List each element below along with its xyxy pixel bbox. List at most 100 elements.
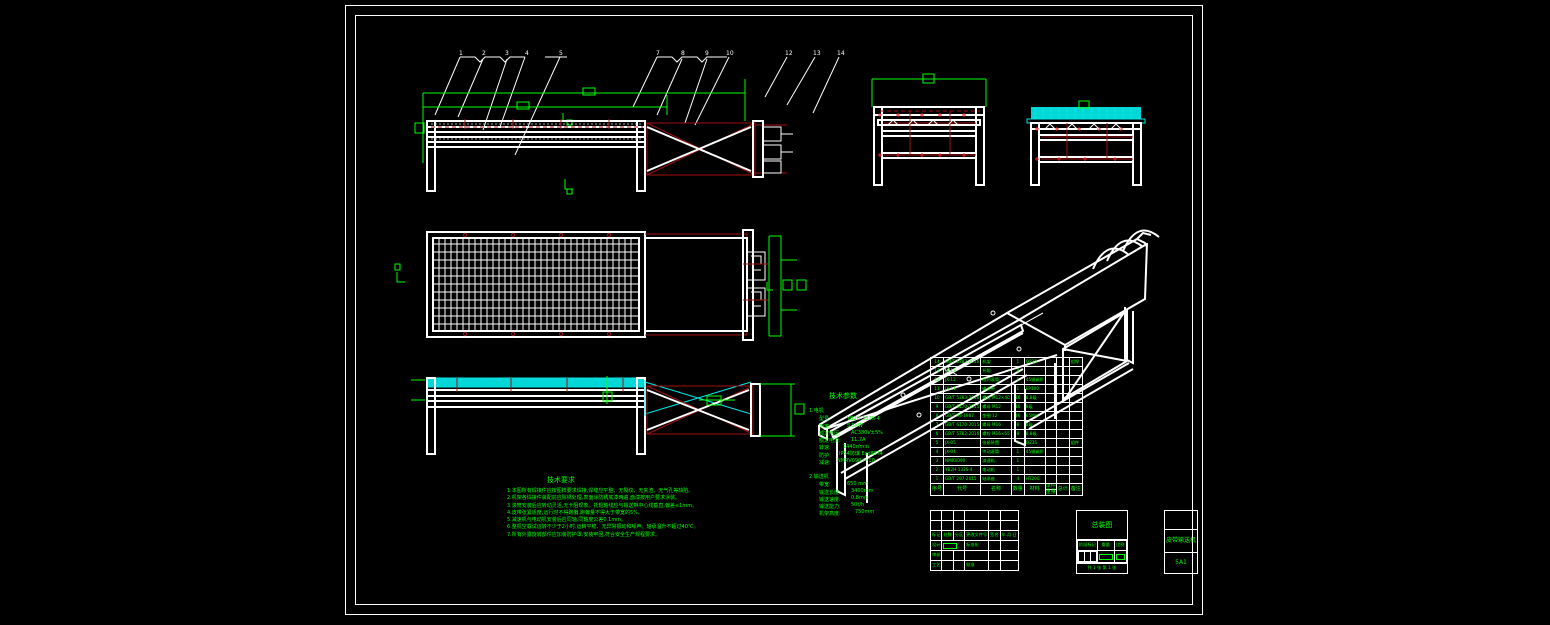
tb-cell[interactable]	[941, 560, 954, 571]
bom-cell-qty: 16	[1010, 402, 1025, 412]
tech-row: 型号:	[819, 416, 831, 423]
tb-cell	[964, 520, 990, 531]
tb-review-label: 审核	[929, 550, 943, 561]
title-block-right[interactable]: 皮带输送机 5A1	[1163, 510, 1199, 574]
bom-cell-unit-weight	[1044, 474, 1057, 484]
bom-cell-total-weight	[1055, 438, 1070, 448]
weight-swatch	[1098, 553, 1113, 560]
balloon-10: 10	[726, 50, 734, 57]
tech-params-heading: 技术参数	[829, 392, 857, 400]
bom-cell-name: 螺母 M12	[980, 402, 1012, 412]
bom-cell-qty: 1	[1010, 465, 1025, 475]
bom-cell-num: 12	[929, 375, 945, 385]
bom-header-material: 材料	[1023, 483, 1046, 496]
view-section-a[interactable]	[860, 65, 1010, 186]
balloon-5: 5	[559, 50, 563, 57]
section-mark-a	[563, 177, 583, 195]
bom-cell-qty: 1	[1010, 438, 1025, 448]
tech-group-1-title: 1.电机	[809, 408, 824, 414]
bom-cell-num: 7	[929, 420, 945, 430]
tb-cell[interactable]	[999, 540, 1019, 551]
tb-cell[interactable]	[988, 550, 1001, 561]
view-section-b[interactable]	[1017, 65, 1167, 186]
tb-cell	[929, 520, 943, 531]
title-block-left[interactable]: 标记 处数 分区 更改文件号 签名 年.月.日 设计 标准化 审核	[929, 510, 1019, 571]
bom-cell-remark	[1068, 393, 1083, 403]
tech-row: 转速:	[819, 445, 831, 452]
title-row-process[interactable]: 工艺 批准	[929, 560, 1019, 571]
bom-cell-unit-weight	[1044, 357, 1057, 367]
bom-cell-num: 2	[929, 465, 945, 475]
bom-cell-code: NMRV090	[943, 456, 982, 466]
bom-header-name: 名称	[980, 483, 1012, 496]
title-row-design[interactable]: 设计 标准化	[929, 540, 1019, 551]
tech-row: 带宽:	[819, 482, 831, 489]
balloon-12: 12	[785, 50, 793, 57]
tech-row: 机架高度:	[819, 511, 841, 518]
view-belt-elevation[interactable]	[395, 370, 845, 480]
tb-cell[interactable]	[988, 540, 1001, 551]
bom-cell-qty: 16	[1010, 393, 1025, 403]
tb-cell[interactable]	[941, 550, 954, 561]
title-block-center[interactable]: 总装图 阶段标记 重量 比例	[1076, 510, 1128, 574]
company-row	[1163, 510, 1199, 530]
bom-header-code: 代号	[943, 483, 982, 496]
title-row-headers: 标记 处数 分区 更改文件号 签名 年.月.日	[929, 530, 1019, 541]
bom-cell-material	[1023, 465, 1046, 475]
tech-row: 输送能力:	[819, 504, 841, 510]
tb-cell[interactable]	[952, 550, 966, 561]
tb-cell	[1089, 551, 1097, 562]
tb-cell[interactable]	[999, 550, 1019, 561]
bom-weight-group: 重量	[1045, 489, 1056, 495]
bom-header-weight: 单件 重量	[1044, 483, 1057, 496]
tech-row: 输送长度:	[819, 489, 841, 496]
sheet-count-row: 共 1 张 第 1 张	[1076, 563, 1128, 574]
view-plan[interactable]	[394, 220, 845, 355]
tb-cell[interactable]	[999, 560, 1019, 571]
bom-cell-material: 8级	[1023, 402, 1046, 412]
bom-cell-code: GB/T 5782-2016	[943, 429, 982, 439]
bom-cell-code: GB/T 5782-2016	[943, 357, 982, 367]
view-front-elevation[interactable]: 1 2 3 4 5 7 8 9 10 12 13 14	[395, 35, 845, 192]
bom-cell-num: 13	[929, 366, 945, 376]
tech-group-2-title: 2.输送机	[809, 474, 829, 480]
bom-cell-num: 4	[929, 447, 945, 457]
bom-cell-remark	[1068, 402, 1083, 412]
tb-design-name[interactable]	[941, 540, 966, 551]
stage-cells: 阶段标记 重量 比例	[1076, 539, 1128, 564]
tb-cell[interactable]	[964, 550, 990, 561]
tech-row: 减速:	[819, 459, 831, 466]
product-name: 皮带输送机	[1163, 529, 1199, 553]
title-row-review[interactable]: 审核	[929, 550, 1019, 561]
tb-cell[interactable]	[988, 560, 1001, 571]
bom-header-row: 序号 代号 名称 数量 材料 单件 重量 总计 备注	[929, 483, 1083, 496]
weight-label: 重量	[1096, 540, 1115, 551]
bom-cell-num: 8	[929, 411, 945, 421]
bom-cell-num: 6	[929, 429, 945, 439]
bom-cell-total-weight	[1055, 366, 1070, 376]
bom-cell-name: 减速机	[980, 456, 1012, 466]
bom-cell-code: JX-12	[943, 375, 982, 385]
bom-cell-remark	[1068, 474, 1083, 484]
tb-cell[interactable]	[952, 560, 966, 571]
tb-standardize-label: 标准化	[964, 540, 990, 551]
bom-cell-remark	[1068, 420, 1083, 430]
stage-label-row: 阶段标记 重量 比例	[1076, 539, 1128, 564]
assembly-title: 总装图	[1076, 510, 1128, 540]
